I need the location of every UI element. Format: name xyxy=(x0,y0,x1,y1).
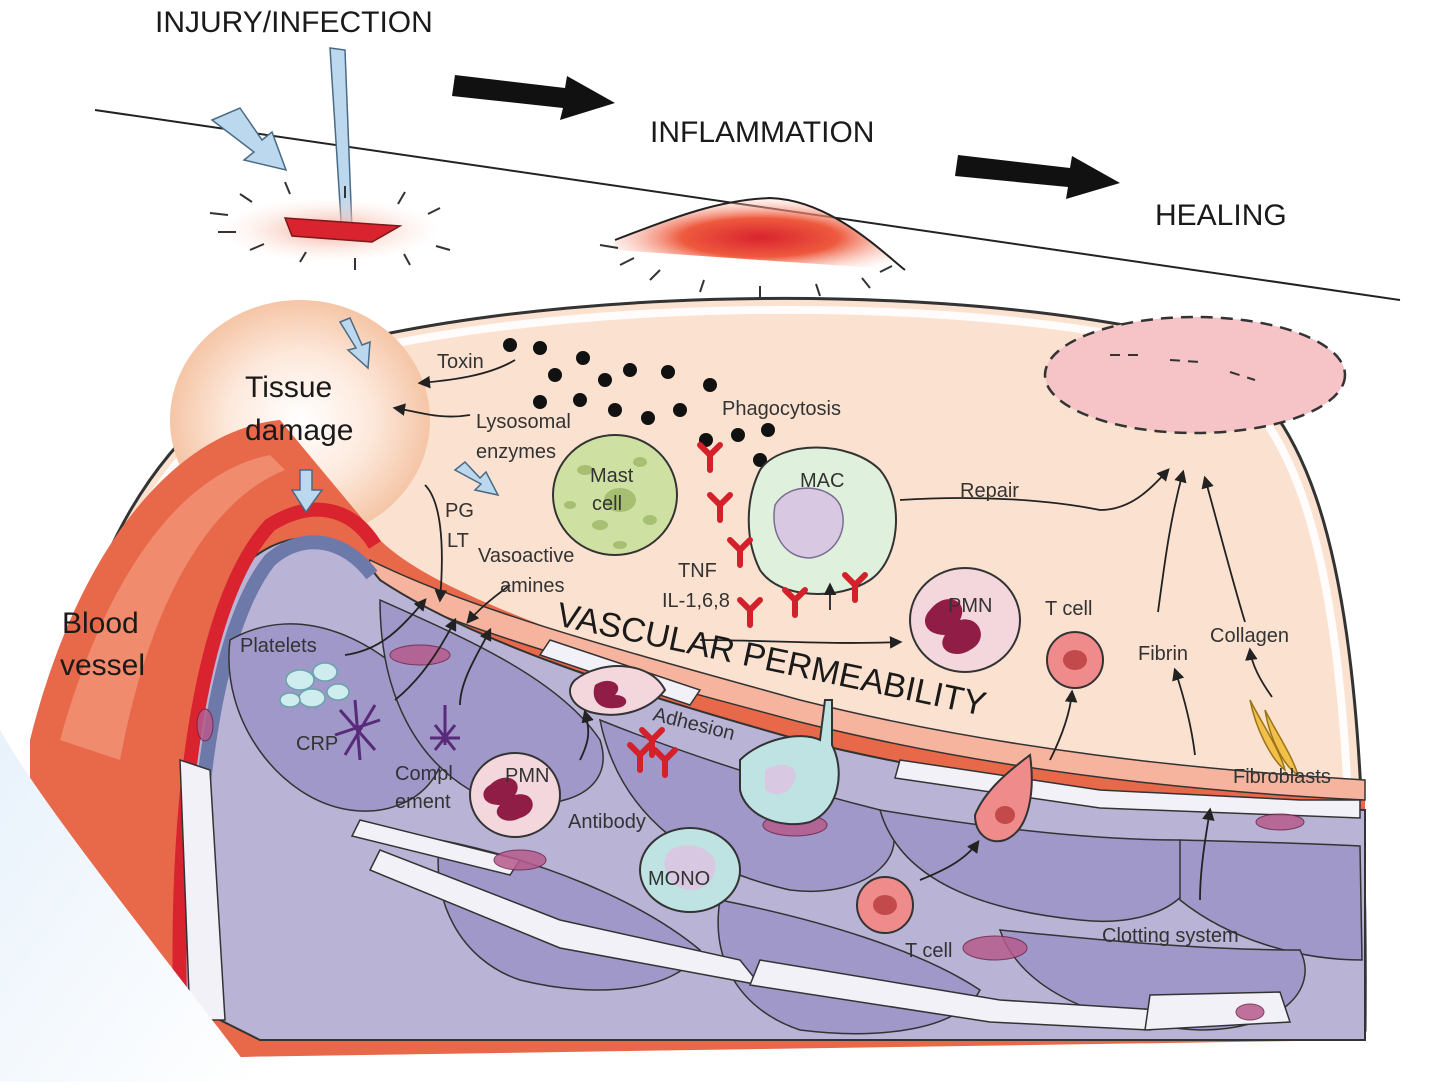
toxin-label: Toxin xyxy=(437,351,484,373)
migrating-t-cell xyxy=(973,753,1033,843)
clotting-system-label: Clotting system xyxy=(1102,925,1239,947)
vasoactive-label-line1: Vasoactive xyxy=(478,545,574,567)
inflamed-swelling-icon xyxy=(599,196,906,298)
complement-label-line1: Compl xyxy=(395,763,453,785)
fibroblast-icons xyxy=(1249,699,1300,777)
tissue-damage-label-line1: Tissue xyxy=(245,371,332,404)
wound-icon xyxy=(209,181,451,270)
mast-cell xyxy=(552,434,678,556)
monocyte-cell xyxy=(639,827,741,913)
macrophage-cell xyxy=(747,446,897,595)
t-cell-tissue-label: T cell xyxy=(1045,598,1092,620)
mac-label: MAC xyxy=(800,470,844,492)
process-arrows xyxy=(344,359,1273,901)
rolling-pmn-cell xyxy=(569,665,667,716)
platelets-label: Platelets xyxy=(240,635,317,657)
injury-arrow-icon xyxy=(210,107,288,172)
stage-arrow-2 xyxy=(955,155,1120,199)
migrating-monocyte-cell xyxy=(739,699,840,826)
complement-icon xyxy=(430,705,460,751)
t-cell-tissue xyxy=(1046,631,1104,689)
crp-icon xyxy=(334,699,381,761)
pg-label: PG xyxy=(445,500,474,522)
repair-label: Repair xyxy=(960,480,1019,502)
fibroblasts-label: Fibroblasts xyxy=(1233,766,1331,788)
pmn-cell-tissue xyxy=(909,567,1021,673)
il-label: IL-1,6,8 xyxy=(662,590,730,612)
injury-label: INJURY/INFECTION xyxy=(155,6,433,39)
mast-cell-label-line1: Mast xyxy=(590,465,634,487)
mono-label: MONO xyxy=(648,868,710,890)
t-cell-vessel xyxy=(856,876,914,934)
vasoactive-label-line2: amines xyxy=(500,575,564,597)
healing-label: HEALING xyxy=(1155,199,1287,232)
tnf-label: TNF xyxy=(678,560,717,582)
complement-label-line2: ement xyxy=(395,791,451,813)
stage-arrow-1 xyxy=(452,75,615,120)
crp-label: CRP xyxy=(296,733,338,755)
tissue-damage-label-line2: damage xyxy=(245,414,353,447)
pmn-cell-vessel xyxy=(469,752,561,838)
fibrin-label: Fibrin xyxy=(1138,643,1188,665)
lt-label: LT xyxy=(447,530,469,552)
mast-cell-label-line2: cell xyxy=(592,493,622,515)
toxin-dots xyxy=(503,338,775,467)
blood-vessel-label-line1: Blood xyxy=(62,607,139,640)
antibody-label: Antibody xyxy=(568,811,646,833)
phagocytosis-label: Phagocytosis xyxy=(722,398,841,420)
t-cell-vessel-label: T cell xyxy=(905,940,952,962)
pmn-tissue-label: PMN xyxy=(948,595,992,617)
blood-vessel-label-line2: vessel xyxy=(60,649,145,682)
lysosomal-label-line1: Lysosomal xyxy=(476,411,571,433)
platelet-icons xyxy=(279,662,350,708)
healed-scar xyxy=(1043,315,1347,435)
collagen-label: Collagen xyxy=(1210,625,1289,647)
cytokine-icons xyxy=(627,442,868,778)
pmn-vessel-label: PMN xyxy=(505,765,549,787)
inflammation-label: INFLAMMATION xyxy=(650,116,874,149)
lysosomal-label-line2: enzymes xyxy=(476,441,556,463)
